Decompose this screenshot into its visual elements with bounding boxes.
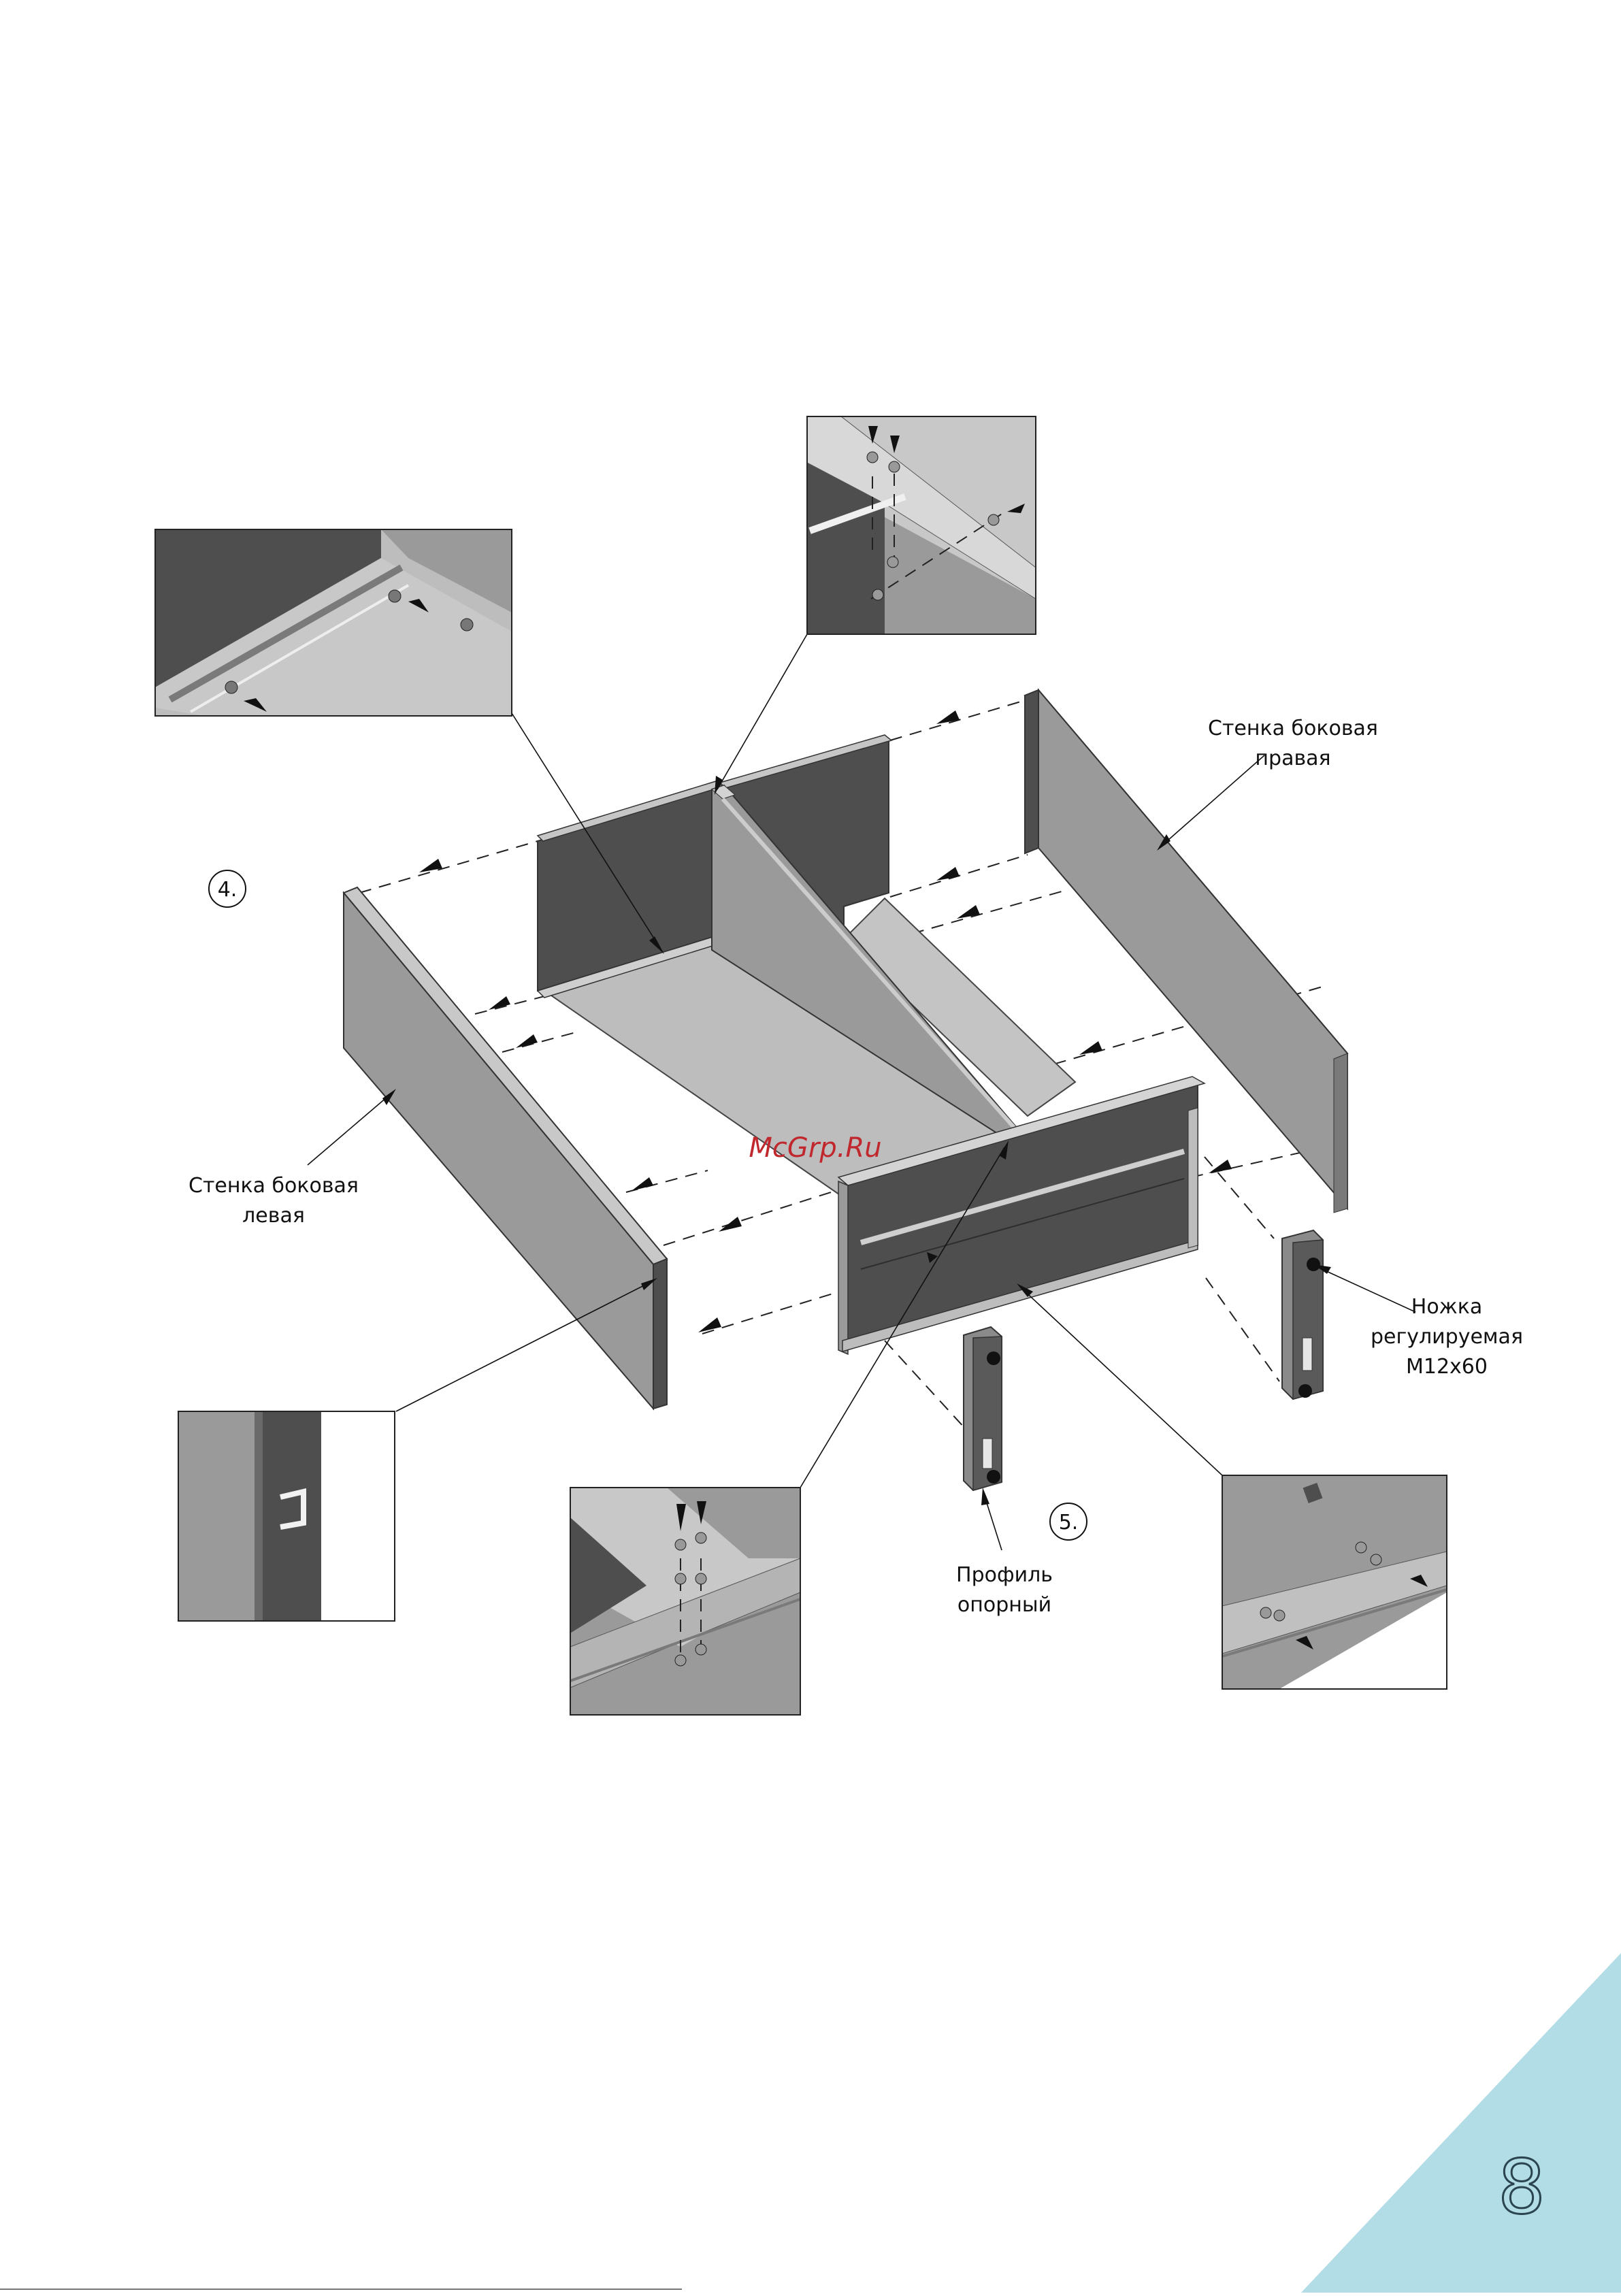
label-support-profile: Профиль опорный [956, 1563, 1053, 1617]
adjustable-leg [1282, 1230, 1323, 1399]
detail-inset-bottom-left [178, 1411, 395, 1621]
step-4-label: 4. [218, 878, 238, 902]
detail-inset-bottom-right [1222, 1475, 1447, 1689]
detail-inset-top-middle [807, 416, 1036, 634]
watermark: McGrp.Ru [749, 1132, 881, 1164]
label-side-left-line2: левая [242, 1204, 305, 1228]
label-adjustable-leg: Ножка регулируемая М12х60 [1371, 1295, 1523, 1379]
label-leg-line1: Ножка [1411, 1295, 1482, 1319]
label-side-right-line2: правая [1255, 747, 1330, 770]
detail-inset-bottom-middle [570, 1488, 800, 1715]
label-leg-line3: М12х60 [1406, 1355, 1488, 1379]
corner-accent-triangle [1301, 1953, 1621, 2293]
label-side-left: Стенка боковая левая [189, 1174, 359, 1228]
label-side-left-line1: Стенка боковая [189, 1174, 359, 1198]
label-leg-line2: регулируемая [1371, 1325, 1523, 1349]
step-4-marker: 4. [209, 870, 246, 907]
detail-inset-top-left [155, 529, 512, 716]
page-number: 8 [1498, 2144, 1545, 2231]
label-side-right: Стенка боковая правая [1208, 717, 1378, 770]
step-5-marker: 5. [1050, 1503, 1087, 1540]
label-profile-line1: Профиль [956, 1563, 1053, 1587]
support-profile [964, 1327, 1002, 1490]
label-profile-line2: опорный [957, 1593, 1051, 1617]
step-5-label: 5. [1059, 1511, 1079, 1535]
label-side-right-line1: Стенка боковая [1208, 717, 1378, 740]
